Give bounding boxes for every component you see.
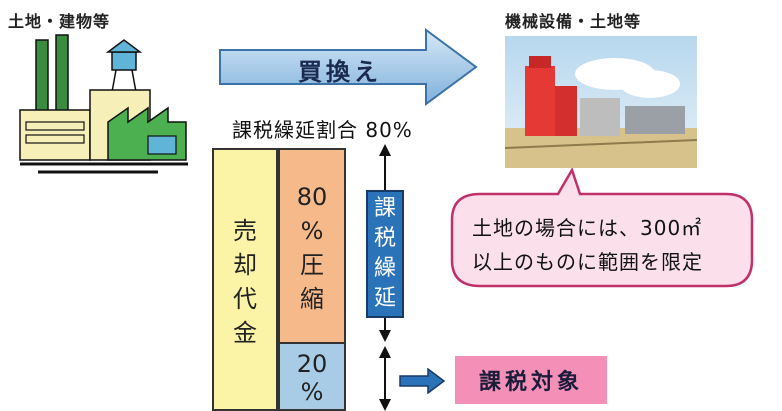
label-land-buildings: 土地・建物等 [8,12,111,31]
compressed-80-bar: 80 % 圧 縮 [278,148,346,344]
machinery-photo [505,36,697,168]
compressed-char: 圧 [300,251,324,279]
purchase-replacement-arrow [219,28,478,106]
callout-line-1: 土地の場合には、300㎡ [472,216,703,240]
remaining-char: % [300,378,324,406]
tax-deferral-char: 繰 [373,256,396,281]
label-machinery-land: 機械設備・土地等 [505,12,642,31]
deferral-rate-text: 課税繰延割合 80% [232,118,413,142]
factory-illustration [19,34,188,174]
tax-deferral-char: 税 [373,226,396,251]
tax-deferral-char: 延 [373,286,396,311]
compressed-char: % [300,217,324,245]
to-target-arrow [399,368,446,394]
tax-deferral-char: 課 [373,196,396,221]
taxable-target-box: 課税対象 [455,356,607,404]
sale-proceeds-char: 代 [233,285,257,313]
land-callout-bubble [450,168,754,288]
compressed-char: 縮 [300,285,324,313]
sale-proceeds-char: 金 [233,319,257,347]
remaining-20-bar: 20 % [278,344,346,411]
sale-proceeds-char: 却 [233,251,257,279]
tax-deferral-box: 課 税 繰 延 [366,190,404,318]
arrow-label: 買換え [298,58,382,86]
remaining-char: 20 [296,350,328,378]
compressed-char: 80 [296,183,328,211]
sale-proceeds-char: 売 [233,217,257,245]
callout-line-2: 以上のものに範囲を限定 [472,250,703,274]
sale-proceeds-bar: 売 却 代 金 [212,148,278,411]
